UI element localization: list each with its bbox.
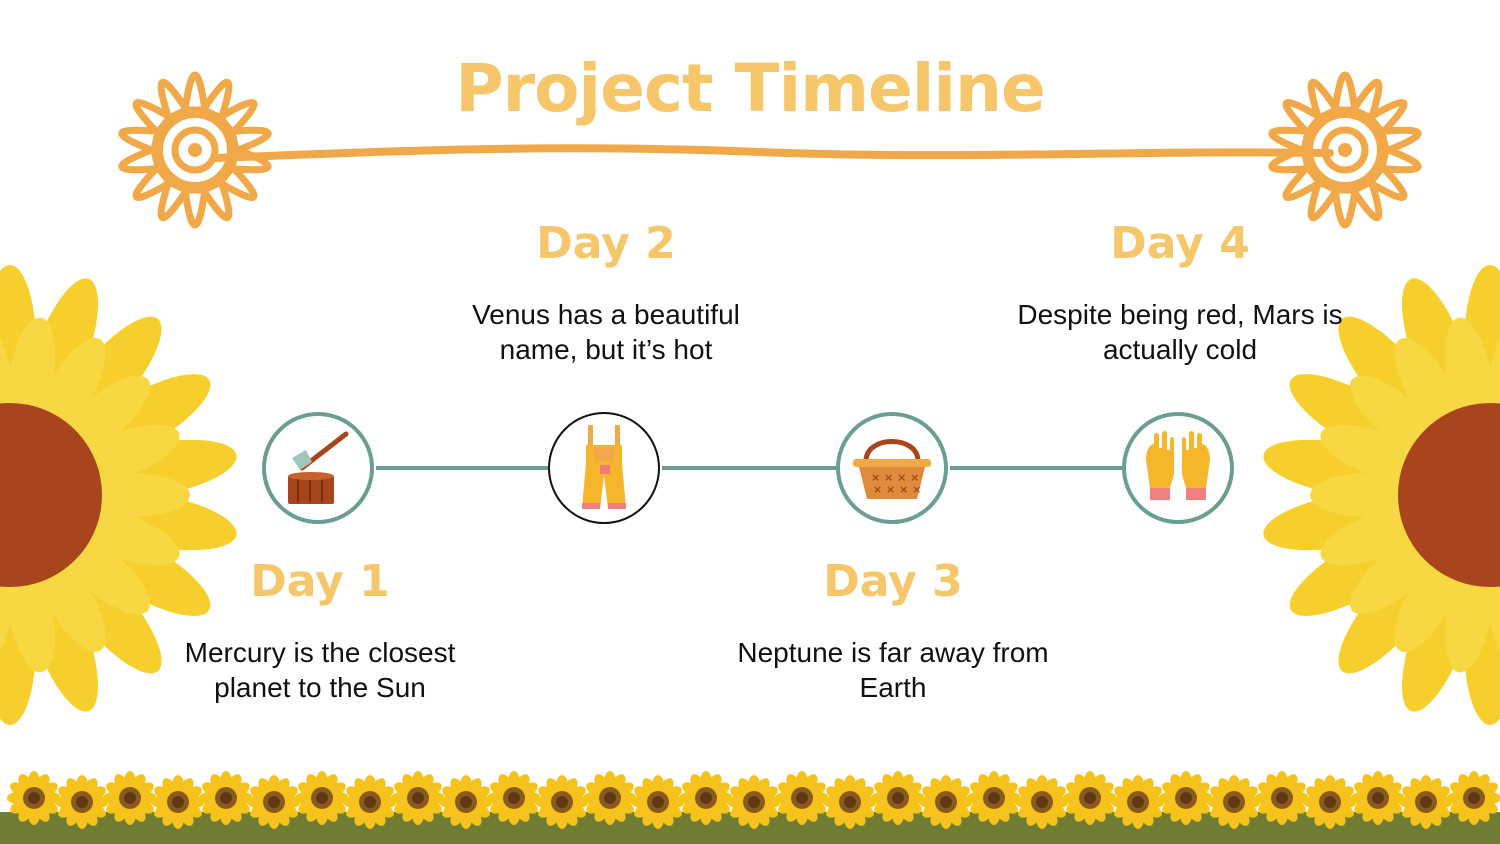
day-4-heading: Day 4 — [1110, 218, 1250, 269]
milestone-node-3: × × × × × × × × — [836, 412, 948, 524]
milestone-node-2 — [548, 412, 660, 524]
timeline-connector-1 — [376, 466, 548, 470]
basket-icon: × × × × × × × × — [853, 439, 931, 499]
milestone-node-4 — [1122, 412, 1234, 524]
axe-stump-icon — [288, 431, 349, 504]
milestone-node-1 — [262, 412, 374, 524]
day-1-text: Mercury is the closest planet to the Sun — [184, 637, 456, 703]
top-decoration — [118, 71, 1422, 229]
timeline-connector-3 — [950, 466, 1122, 470]
day-3-heading: Day 3 — [823, 556, 963, 607]
overalls-icon — [582, 425, 626, 509]
timeline-connector-2 — [662, 466, 836, 470]
page-title: Project Timeline — [455, 50, 1045, 127]
day-3-text: Neptune is far away from Earth — [737, 637, 1049, 703]
svg-text:× × × ×: × × × × — [871, 471, 919, 484]
day-1-heading: Day 1 — [250, 556, 390, 607]
sunflower-border — [0, 771, 1500, 844]
vine-line — [211, 144, 1334, 162]
svg-text:× × × ×: × × × × — [873, 483, 921, 496]
day-2-text: Venus has a beautiful name, but it’s hot — [472, 299, 740, 365]
orange-sun-flower-left-icon — [118, 71, 272, 229]
day-4-text: Despite being red, Mars is actually cold — [1017, 299, 1343, 365]
sunflower-left-icon — [0, 265, 237, 725]
gloves-icon — [1146, 431, 1210, 500]
day-2-heading: Day 2 — [536, 218, 676, 269]
sunflower-right-icon — [1263, 265, 1500, 725]
